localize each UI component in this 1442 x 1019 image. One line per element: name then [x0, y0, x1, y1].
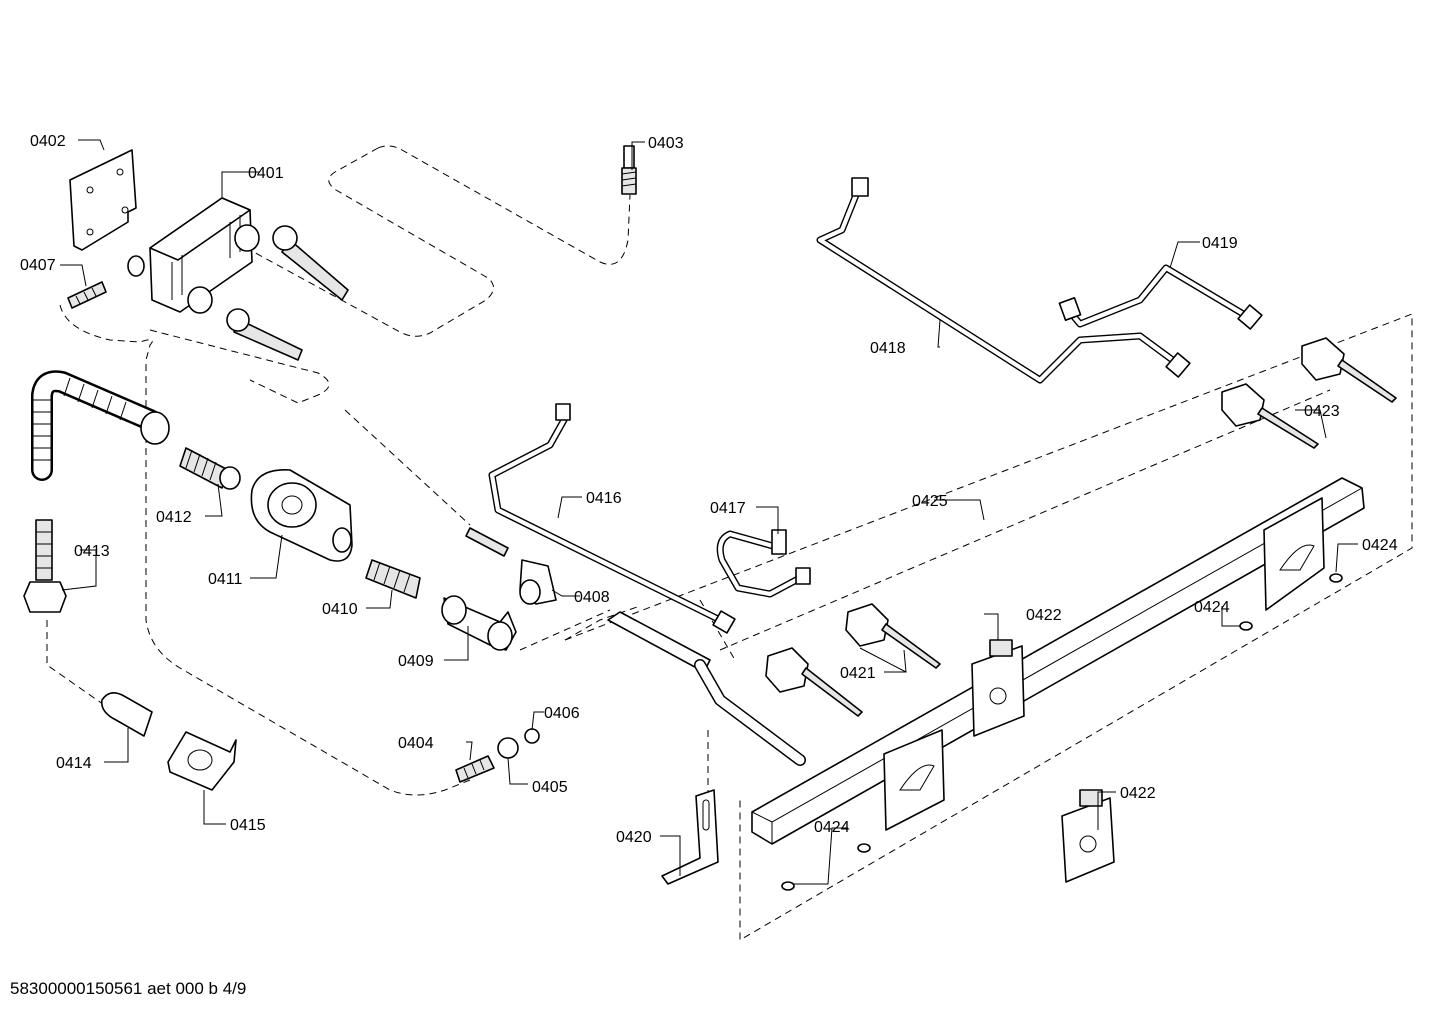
part-labels: 0402 0401 0403 0407 0413 0412 0411 0410 … [20, 133, 1398, 846]
part-0402-bracket-plate [69, 149, 137, 251]
label-0422-lower: 0422 [1120, 785, 1156, 802]
part-0412-fitting [179, 447, 241, 490]
part-0424-screws [781, 573, 1343, 891]
assembly-outlines [46, 145, 1413, 941]
part-0417-loop-pipe [716, 529, 811, 598]
label-0420: 0420 [616, 829, 652, 846]
label-0403: 0403 [648, 135, 684, 152]
part-0403-stud [621, 145, 637, 195]
label-0402: 0402 [30, 133, 66, 150]
part-0416-gas-pipe [488, 403, 736, 634]
label-0413: 0413 [74, 543, 110, 560]
label-0417: 0417 [710, 500, 746, 517]
label-0418: 0418 [870, 340, 906, 357]
label-0412: 0412 [156, 509, 192, 526]
part-0423-valves [1221, 337, 1397, 449]
part-0422-control-board-upper [971, 639, 1025, 737]
label-0424-left: 0424 [814, 819, 850, 836]
label-0407: 0407 [20, 257, 56, 274]
label-0409: 0409 [398, 653, 434, 670]
label-0422-upper: 0422 [1026, 607, 1062, 624]
part-manifold-tube [607, 611, 806, 766]
part-0414-fitting [100, 692, 153, 737]
label-0425: 0425 [912, 493, 948, 510]
leader-lines [60, 139, 1358, 885]
label-0423: 0423 [1304, 403, 1340, 420]
part-0425-main-rail [751, 477, 1365, 845]
label-0404: 0404 [398, 735, 434, 752]
label-0408: 0408 [574, 589, 610, 606]
part-0401-bolts [226, 225, 349, 361]
label-0410: 0410 [322, 601, 358, 618]
part-0418-gas-pipe [816, 177, 1191, 384]
label-0401: 0401 [248, 165, 284, 182]
part-0415-bracket [167, 731, 237, 791]
part-0409-tee [441, 595, 517, 651]
label-0424-right: 0424 [1362, 537, 1398, 554]
label-0411: 0411 [208, 571, 243, 588]
part-0419-gas-pipe [1058, 264, 1263, 330]
part-0407-threaded-stud [67, 281, 107, 309]
label-0415: 0415 [230, 817, 266, 834]
label-0421: 0421 [840, 665, 876, 682]
label-0414: 0414 [56, 755, 92, 772]
part-0408-elbow [465, 527, 557, 605]
part-0413-flex-hose [23, 370, 170, 613]
label-0424-middle: 0424 [1194, 599, 1230, 616]
part-0404-jet [455, 755, 495, 783]
label-0405: 0405 [532, 779, 568, 796]
part-0405-nut [497, 737, 519, 759]
part-0410-nipple [365, 559, 421, 599]
part-0401-gas-valve-block [127, 197, 260, 314]
part-0406-washer [524, 728, 540, 744]
part-0411-regulator [250, 469, 353, 562]
label-0406: 0406 [544, 705, 580, 722]
label-0419: 0419 [1202, 235, 1238, 252]
drawing-reference: 58300000150561 aet 000 b 4/9 [10, 979, 247, 998]
outline-0425-box [564, 313, 1413, 941]
part-0422-control-board-lower [1061, 789, 1115, 883]
label-0416: 0416 [586, 490, 622, 507]
part-0421-valves [765, 603, 941, 717]
part-0420-bracket [661, 789, 719, 885]
